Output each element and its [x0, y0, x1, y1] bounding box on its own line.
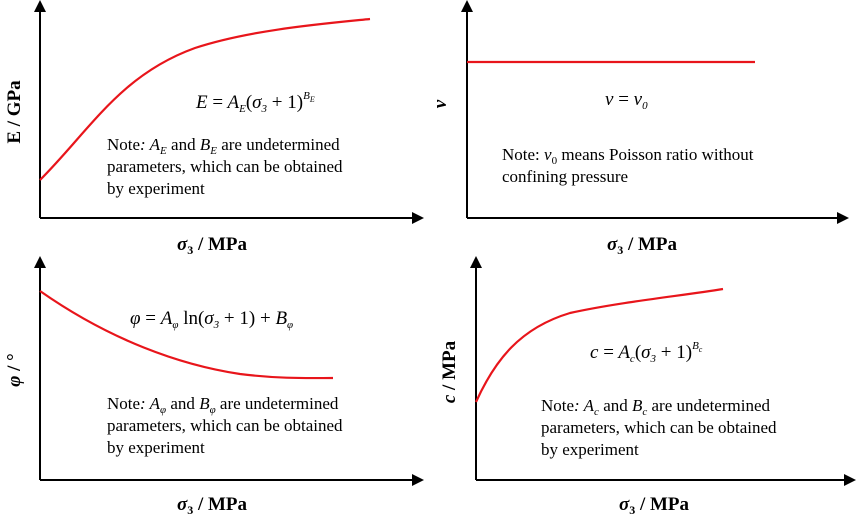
panel-e-xlabel: σ3 / MPa: [177, 234, 248, 257]
panel-e-equation: E = AE(σ3 + 1)BE: [195, 90, 315, 115]
svg-text:confining pressure: confining pressure: [502, 167, 628, 186]
panel-v: v σ3 / MPa v = v0 Note: v0 means Poisson…: [430, 0, 849, 257]
panel-v-xlabel: σ3 / MPa: [607, 234, 678, 257]
panel-e: E / GPa σ3 / MPa E = AE(σ3 + 1)BE Note: …: [4, 0, 424, 257]
panel-v-equation: v = v0: [605, 89, 648, 112]
panel-c: c / MPa σ3 / MPa c = Ac(σ3 + 1)Bc Note: …: [439, 256, 856, 516]
panel-e-curve: [39, 17, 371, 181]
svg-text:by experiment: by experiment: [107, 438, 205, 457]
svg-text:by experiment: by experiment: [107, 179, 205, 198]
svg-text:Note: v0 means Poisson ratio w: Note: v0 means Poisson ratio without: [502, 145, 754, 167]
svg-text:parameters, which can be obtai: parameters, which can be obtained: [107, 157, 343, 176]
svg-text:parameters, which can be obtai: parameters, which can be obtained: [107, 416, 343, 435]
svg-text:parameters, which can be obtai: parameters, which can be obtained: [541, 418, 777, 437]
panel-v-note: Note: v0 means Poisson ratio without con…: [502, 145, 754, 186]
panel-phi-note: Note: Aφ and Bφ are undetermined paramet…: [107, 394, 343, 457]
panel-c-ylabel: c / MPa: [439, 340, 460, 403]
panel-c-xlabel: σ3 / MPa: [619, 494, 690, 516]
panel-phi: φ / ° σ3 / MPa φ = Aφ ln(σ3 + 1) + Bφ No…: [4, 256, 424, 516]
svg-text:Note: Aφ and Bφ are undetermin: Note: Aφ and Bφ are undetermined: [107, 394, 339, 416]
panel-phi-curve: [39, 290, 334, 380]
panel-e-note: Note: AE and BE are undetermined paramet…: [107, 135, 343, 198]
panel-phi-ylabel: φ / °: [4, 353, 25, 387]
panel-phi-xlabel: σ3 / MPa: [177, 494, 248, 516]
panel-c-equation: c = Ac(σ3 + 1)Bc: [590, 340, 703, 365]
svg-text:Note: Ac and Bc are undetermin: Note: Ac and Bc are undetermined: [541, 396, 770, 418]
panel-e-ylabel: E / GPa: [4, 80, 25, 144]
svg-text:by experiment: by experiment: [541, 440, 639, 459]
panel-v-ylabel: v: [430, 99, 451, 108]
svg-text:Note: AE and BE are undetermin: Note: AE and BE are undetermined: [107, 135, 340, 157]
panel-c-note: Note: Ac and Bc are undetermined paramet…: [541, 396, 777, 459]
panel-phi-equation: φ = Aφ ln(σ3 + 1) + Bφ: [130, 308, 293, 331]
panel-c-curve: [474, 287, 724, 403]
